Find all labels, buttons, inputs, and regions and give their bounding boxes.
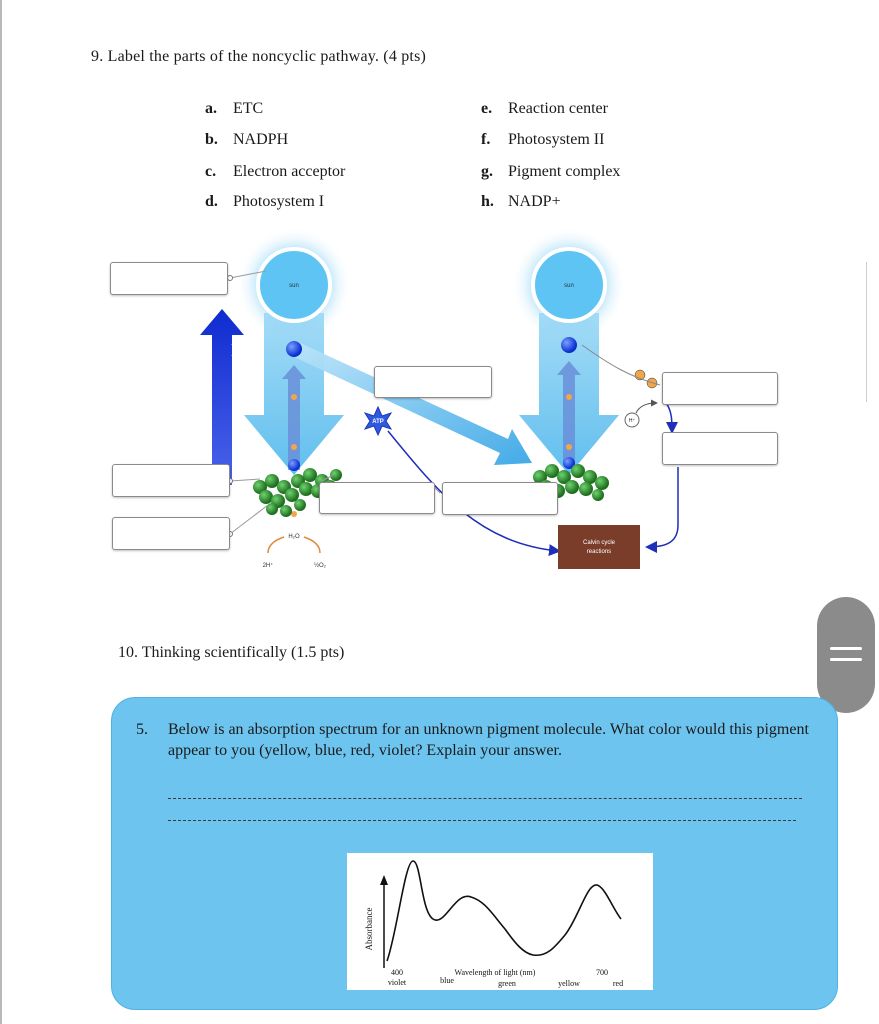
connector-dot [227,275,233,281]
electron-dot [291,511,297,517]
label-box-8[interactable] [112,517,230,550]
option-e: e.Reaction center [481,100,608,117]
calvin-cycle-box [558,525,640,569]
connector-line [433,486,441,494]
energy-level-arrow [200,309,244,485]
h-plus-label: H⁺ [629,418,636,424]
nadp-down-arrow [665,402,678,434]
h-plus-arrow [635,399,658,414]
option-f: f.Photosystem II [481,131,605,148]
option-a: a.ETC [205,100,264,117]
electron-dot [566,394,572,400]
sun-left [256,247,332,323]
option-h: h.NADP+ [481,193,561,210]
absorption-spectrum-figure: Absorbance 400 Wavelength of light (nm) … [347,853,653,990]
color-red: red [613,979,623,988]
energy-level-label: energy level [232,344,238,376]
water-split-right [303,536,321,554]
color-yellow: yellow [558,979,580,988]
label-box-5[interactable] [112,464,230,497]
atp-starburst [363,405,393,437]
label-box-7[interactable] [442,482,558,515]
connector-line [229,504,269,535]
spectrum-y-axis-arrow [380,875,388,885]
water-split-left [267,536,285,554]
sun-right [531,247,607,323]
nadph-to-calvin-line [645,467,679,553]
electron-up-arrow-right [557,361,581,465]
question-9-title: 9. Label the parts of the noncyclic path… [91,48,427,65]
connector-line [229,270,267,279]
option-d: d.Photosystem I [205,193,325,210]
tick-400: 400 [391,968,403,977]
pigment-complex-left [253,468,342,517]
electron-dot [566,444,572,450]
h-plus-ion [624,412,640,428]
sun-label-left: sun [289,283,299,289]
page-right-border [866,262,867,402]
calvin-label-1: Calvin cycle [583,540,616,546]
oxygen-label: ½O₂ [314,562,327,569]
question-5-number: 5. [136,721,148,738]
tick-700: 700 [596,968,608,977]
electron-to-nadp-line [581,344,661,386]
pause-bar-icon [830,647,862,650]
color-blue: blue [440,976,454,985]
electron-transport-arrow [290,341,532,465]
atp-label: ATP [372,419,384,425]
reaction-center-ball-right [563,457,575,469]
option-g: g.Pigment complex [481,163,621,180]
answer-line-1[interactable] [168,798,802,799]
page-left-border [0,0,2,1024]
calvin-label-2: reactions [587,549,611,555]
electron-dot [291,394,297,400]
answer-line-2[interactable] [168,820,796,821]
sun-label-right: sun [564,283,574,289]
pause-handle-button[interactable] [817,597,875,713]
label-box-2[interactable] [374,366,492,398]
reaction-center-ball-left [288,459,300,471]
spectrum-ylabel: Absorbance [364,908,374,951]
electron-dot [291,444,297,450]
label-box-1[interactable] [110,262,228,295]
electron-acceptor-right [561,337,577,353]
noncyclic-pathway-diagram: sun sun energy level [200,227,679,569]
option-b: b.NADPH [205,131,289,148]
spectrum-xlabel: Wavelength of light (nm) [455,968,536,977]
electron-acceptor-left [286,341,302,357]
option-c: c.Electron acceptor [205,163,346,180]
protons-label: 2H⁺ [263,562,274,569]
color-violet: violet [388,978,407,987]
connector-line [229,478,261,482]
connector-line [321,474,334,482]
absorbance-curve [386,860,622,962]
color-green: green [498,979,516,988]
question-10-title: 10. Thinking scientifically (1.5 pts) [118,644,345,661]
electron-up-arrow-left [282,365,306,470]
water-label: H₂O [288,534,300,540]
label-box-6[interactable] [319,482,435,514]
pause-bar-icon [830,658,862,661]
label-box-3[interactable] [662,372,778,405]
question-5-text: Below is an absorption spectrum for an u… [168,721,809,759]
label-box-4[interactable] [662,432,778,465]
